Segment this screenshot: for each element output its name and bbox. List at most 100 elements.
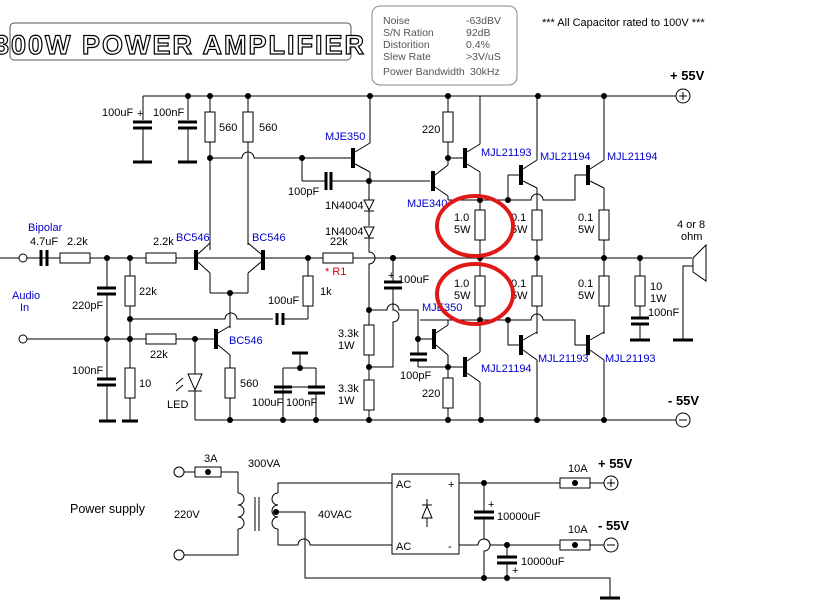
highlight-top-emitter (435, 194, 515, 258)
cap-label: 10000uF (497, 511, 541, 523)
input-terminal[interactable] (18, 253, 28, 263)
transistor-label: BC546 (229, 335, 263, 347)
mains-terminal[interactable] (173, 549, 185, 561)
spec-value: 0.4% (466, 39, 490, 51)
capacitor-note: *** All Capacitor rated to 100V *** (542, 17, 705, 29)
bottom-driver: + 100uF 3.3k 1W 3.3k 1W MJE350 100pF 220… (338, 255, 532, 420)
resistor-label: 220 (422, 388, 440, 400)
spec-label: Power Bandwidth (383, 66, 465, 78)
speaker-label: 4 or 8 (677, 219, 705, 231)
svg-text:+: + (488, 499, 494, 511)
resistor-label: 2.2k (153, 236, 174, 248)
resistor-label: 1.0 (454, 278, 469, 290)
resistor-label: 1W (338, 340, 355, 352)
cap-label: 100nF (153, 107, 184, 119)
resistor-label: 560 (219, 122, 237, 134)
cap-label: 100nF (72, 365, 103, 377)
transistor-label: BC546 (176, 232, 210, 244)
resistor-label: 22k (150, 349, 168, 361)
resistor-label: 5W (511, 224, 528, 236)
cap-label: 100pF (400, 370, 431, 382)
highlight-bottom-emitter (435, 262, 515, 326)
psu-negative-label: - 55V (598, 518, 629, 533)
bridge-ac-label: AC (396, 541, 411, 553)
resistor-label: 5W (511, 290, 528, 302)
output-network: 10 1W 100nF 4 or 8 ohm (630, 219, 707, 342)
psu-positive-label: + 55V (598, 456, 633, 471)
cap-label: 100uF (268, 295, 299, 307)
transistor-label: MJL21194 (481, 363, 532, 375)
load-resistors: 560 560 (204, 96, 300, 250)
bridge-minus-label: - (448, 541, 452, 553)
resistor-label: 1.0 (454, 212, 469, 224)
supply-decoupling: 100uF + 100nF (102, 96, 197, 164)
r1-mark: * R1 (325, 266, 346, 278)
resistor-label: 3.3k (338, 383, 359, 395)
resistor-label: 2.2k (67, 236, 88, 248)
resistor-label: 0.1 (578, 278, 593, 290)
svg-text:+: + (512, 565, 518, 577)
secondary-label: 40VAC (318, 509, 352, 521)
resistor-label: 1k (320, 286, 332, 298)
top-driver: 220 MJE340 MJL21193 (407, 96, 532, 210)
spec-label: S/N Ration (383, 27, 434, 39)
cap-label: 100uF (102, 107, 133, 119)
resistor-label: 5W (454, 290, 471, 302)
resistor-label: 0.1 (511, 278, 526, 290)
resistor-label: 5W (454, 224, 471, 236)
mains-terminal[interactable] (173, 466, 185, 478)
spec-value: 30kHz (470, 66, 500, 78)
transistor-label: MJL21193 (481, 147, 532, 159)
transistor-label: MJL21193 (605, 353, 656, 365)
title: 300W POWER AMPLIFIER (0, 30, 366, 60)
fuse-label: 10A (568, 524, 588, 536)
audio-in-label: In (20, 302, 29, 314)
transformer-label: 300VA (248, 458, 281, 470)
svg-text:+: + (388, 270, 394, 282)
current-source: BC546 560 100uF 1k 100uF 100nF (195, 255, 332, 420)
audio-in-label: Audio (12, 290, 40, 302)
resistor-label: 560 (240, 378, 258, 390)
fuse-label: 3A (204, 453, 218, 465)
r1-resistor: 22k * R1 (322, 236, 396, 278)
mains-label: 220V (174, 509, 200, 521)
resistor-label: 5W (578, 290, 595, 302)
fuse-label: 10A (568, 463, 588, 475)
transistor-label: MJL21194 (540, 151, 591, 163)
bridge-plus-label: + (448, 479, 454, 491)
power-supply-label: Power supply (70, 502, 146, 516)
resistor-label: 10 (139, 378, 151, 390)
resistor-label: 0.1 (578, 212, 593, 224)
spec-value: 92dB (466, 27, 491, 39)
resistor-label: 5W (578, 224, 595, 236)
spec-value: >3V/uS (466, 51, 501, 63)
spec-label: Noise (383, 15, 410, 27)
input-ground-terminal[interactable] (18, 334, 28, 344)
emitter-resistors-bottom: 1.0 5W 0.1 5W 0.1 5W MJL21193 MJL21193 (420, 258, 656, 420)
diode-label: 1N4004 (325, 226, 364, 238)
transistor-label: MJL21193 (538, 353, 589, 365)
cap-label: 4.7uF (30, 236, 58, 248)
title-block: 300W POWER AMPLIFIER (0, 22, 366, 61)
resistor-label: 1W (338, 395, 355, 407)
transistor-label: MJE340 (407, 198, 447, 210)
cap-label: 10000uF (521, 556, 565, 568)
transistor-label: MJE350 (325, 131, 365, 143)
positive-rail-label: + 55V (670, 68, 705, 83)
resistor-label: 0.1 (511, 212, 526, 224)
emitter-resistors-top: 1.0 5W MJL21194 0.1 5W MJL21194 0.1 5W (454, 96, 658, 261)
speaker-label: ohm (681, 231, 702, 243)
bridge-ac-label: AC (396, 479, 411, 491)
bipolar-label: Bipolar (28, 222, 63, 234)
cap-label: 100uF (398, 274, 429, 286)
led: LED (167, 339, 230, 421)
speaker-icon (692, 243, 707, 282)
cap-label: 100uF (252, 397, 283, 409)
svg-text:+: + (137, 108, 143, 120)
resistor-label: 22k (139, 286, 157, 298)
transistor-label: BC546 (252, 232, 286, 244)
power-supply: Power supply 220V 3A 300VA 40VAC AC AC +… (70, 453, 633, 600)
vas-stage: MJE350 100pF 1N4004 1N4004 (288, 96, 430, 340)
spec-value: -63dBV (466, 15, 501, 27)
